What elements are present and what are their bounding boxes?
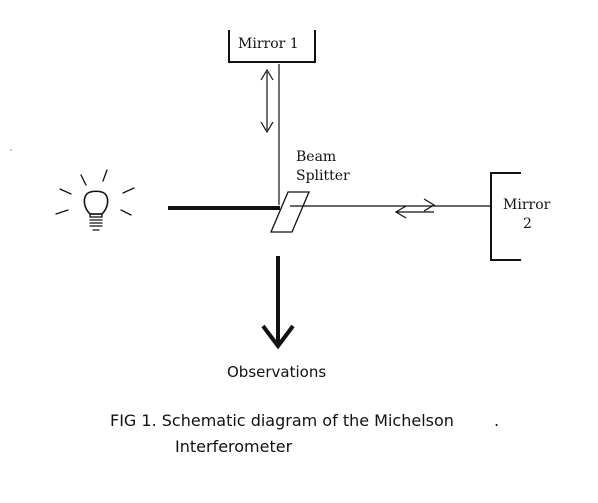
mirror2-double-arrow — [394, 198, 436, 219]
observation-arrow — [261, 256, 295, 350]
observations-label: Observations — [227, 363, 326, 381]
beam-splitter-label-line1: Beam — [296, 149, 336, 165]
mirror2-box — [490, 172, 521, 261]
beam-splitter — [270, 191, 310, 233]
figure-caption-line2: Interferometer — [175, 437, 293, 456]
figure-caption-stray-dot: . — [494, 411, 499, 430]
beam-splitter-label-line2: Splitter — [296, 168, 350, 184]
figure-caption-line1: FIG 1. Schematic diagram of the Michelso… — [110, 411, 454, 430]
mirror2-label-line1: Mirror — [503, 197, 551, 213]
mirror1-box — [228, 30, 316, 63]
stray-speck — [10, 149, 12, 151]
mirror1-label: Mirror 1 — [238, 36, 299, 52]
mirror2-label-line2: 2 — [523, 216, 532, 232]
light-bulb-icon — [55, 169, 135, 231]
mirror1-double-arrow — [260, 68, 274, 134]
